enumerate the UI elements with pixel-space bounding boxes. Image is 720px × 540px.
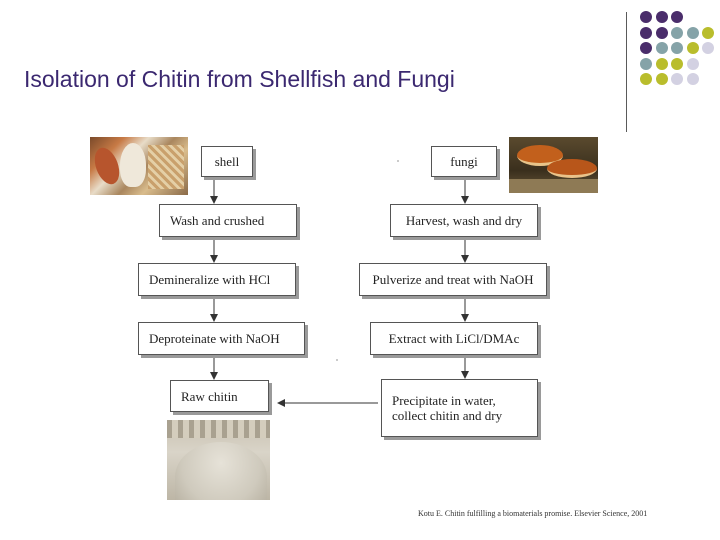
step-shell: shell — [201, 146, 253, 177]
fungi-mushroom-photo — [509, 137, 598, 193]
step-harvest-wash-dry: Harvest, wash and dry — [390, 204, 538, 237]
stray-mark — [397, 160, 399, 162]
shellfish-shells-photo — [90, 137, 188, 195]
step-precipitate-collect: Precipitate in water, collect chitin and… — [381, 379, 538, 437]
step-wash-and-crushed: Wash and crushed — [159, 204, 297, 237]
step-deproteinate-naoh: Deproteinate with NaOH — [138, 322, 305, 355]
stray-mark — [336, 359, 338, 361]
decorative-divider — [626, 12, 627, 132]
slide-title: Isolation of Chitin from Shellfish and F… — [24, 66, 455, 92]
step-pulverize-naoh: Pulverize and treat with NaOH — [359, 263, 547, 296]
citation-text: Kotu E. Chitin fulfilling a biomaterials… — [418, 509, 648, 518]
step-raw-chitin: Raw chitin — [170, 380, 269, 412]
step-demineralize-hcl: Demineralize with HCl — [138, 263, 296, 296]
raw-chitin-powder-photo — [167, 420, 270, 500]
step-fungi: fungi — [431, 146, 497, 177]
step-extract-licl-dmac: Extract with LiCl/DMAc — [370, 322, 538, 355]
